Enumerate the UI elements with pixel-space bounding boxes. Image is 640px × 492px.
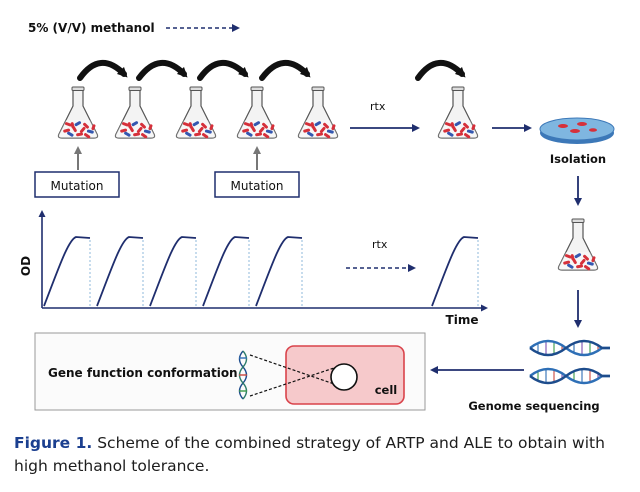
plasmid-circle (330, 363, 358, 391)
gene-function-label: Gene function conformation (48, 366, 238, 380)
small-dna-icon (238, 350, 248, 400)
flask-5 (297, 86, 339, 140)
mutation-label-2: Mutation (230, 179, 283, 193)
transfer-arrow-4 (259, 60, 311, 81)
flask-2 (114, 86, 156, 140)
petri-dish (539, 117, 615, 144)
flask-3 (175, 86, 217, 140)
transfer-arrow-5 (415, 60, 466, 81)
growth-curve-5 (255, 236, 303, 307)
flask-6 (437, 86, 479, 140)
transfer-arrows (77, 60, 466, 81)
mutation-box-2 (214, 171, 300, 198)
mutation-box-1 (34, 171, 120, 198)
growth-curve-1 (43, 236, 91, 307)
growth-curve-6 (431, 236, 479, 307)
diagram-canvas: 5% (V/V) methanol rtx Isolation Mutation… (19, 21, 615, 413)
flask-1 (57, 86, 99, 140)
figure-caption: Figure 1. Scheme of the combined strateg… (14, 432, 626, 478)
scheme-figure: 5% (V/V) methanol rtx Isolation Mutation… (19, 21, 615, 413)
y-axis-label: OD (19, 256, 33, 276)
transfer-arrow-3 (197, 60, 249, 81)
growth-curve-4 (202, 236, 250, 307)
growth-curve-2 (96, 236, 144, 307)
transfer-arrow-2 (136, 60, 188, 81)
caption-text: Scheme of the combined strategy of ARTP … (14, 434, 605, 475)
rtx-label-top: rtx (370, 100, 386, 113)
caption-label: Figure 1. (14, 434, 93, 452)
growth-curves (43, 236, 479, 307)
growth-curve-3 (149, 236, 197, 307)
genome-sequencing-label: Genome sequencing (468, 399, 599, 413)
flask-4 (236, 86, 278, 140)
cell-label: cell (375, 383, 398, 397)
growth-curve-plot: OD Time rtx (19, 210, 488, 327)
flask-isolate (557, 218, 599, 272)
isolation-label: Isolation (550, 152, 606, 166)
transfer-arrow-1 (77, 60, 128, 81)
transfer-markers (89, 240, 479, 307)
methanol-label: 5% (V/V) methanol (28, 21, 155, 35)
mutation-label-1: Mutation (50, 179, 103, 193)
dna-helix-icon (529, 339, 610, 385)
rtx-label-plot: rtx (372, 238, 388, 251)
x-axis-label: Time (446, 313, 479, 327)
